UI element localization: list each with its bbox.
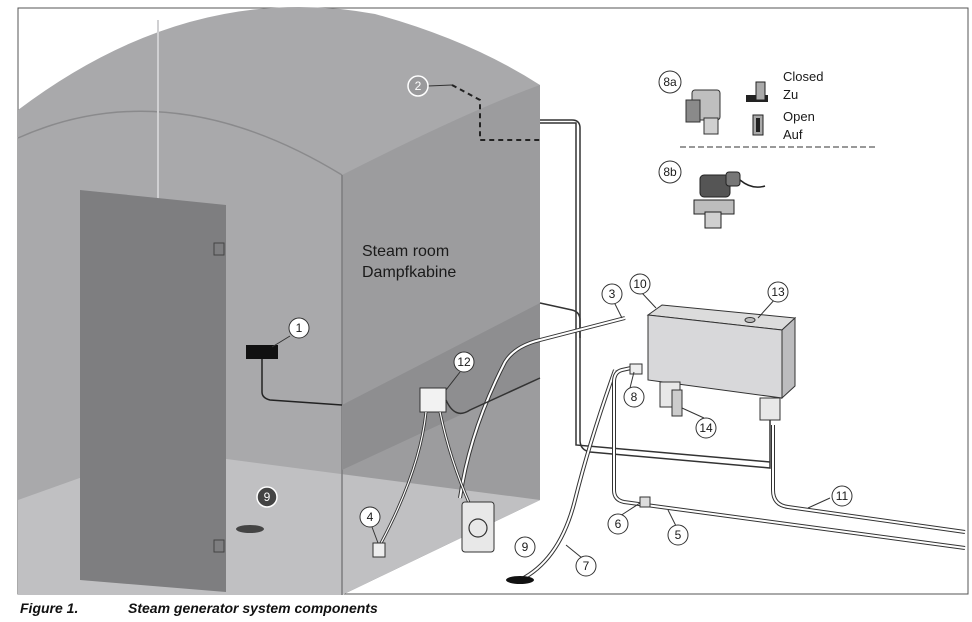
water-supply-pipe-inner bbox=[613, 365, 966, 549]
svg-text:11: 11 bbox=[836, 489, 849, 503]
callout-10: 10 bbox=[629, 273, 651, 295]
callout-9-room: 9 bbox=[256, 486, 278, 508]
svg-text:7: 7 bbox=[583, 559, 590, 573]
svg-text:3: 3 bbox=[609, 287, 616, 301]
generator-bracket-right bbox=[759, 397, 781, 421]
callout-1: 1 bbox=[288, 317, 310, 339]
drain-pipe-inner bbox=[519, 369, 616, 581]
svg-text:8a: 8a bbox=[663, 75, 677, 89]
door-hinge-top bbox=[213, 242, 225, 256]
callout-9-floor: 9 bbox=[514, 536, 536, 558]
legend-closed-de: Zu bbox=[783, 87, 798, 102]
callout-5: 5 bbox=[667, 524, 689, 546]
sensor-cable-inner bbox=[540, 122, 771, 463]
callout-2: 2 bbox=[407, 75, 429, 97]
steam-pipe-inner bbox=[459, 317, 626, 499]
steam-nozzle bbox=[372, 542, 386, 558]
callout-8b: 8b bbox=[658, 160, 682, 184]
generator-cap bbox=[744, 317, 756, 323]
callout-11: 11 bbox=[831, 485, 853, 507]
svg-text:9: 9 bbox=[522, 540, 529, 554]
svg-text:9: 9 bbox=[264, 490, 271, 504]
callout-14: 14 bbox=[695, 417, 717, 439]
room-label-de: Dampfkabine bbox=[362, 264, 456, 281]
room-front-wall bbox=[342, 85, 540, 595]
steam-line-3 bbox=[539, 302, 581, 338]
svg-text:1: 1 bbox=[296, 321, 303, 335]
callout-13: 13 bbox=[767, 281, 789, 303]
callout-3: 3 bbox=[601, 283, 623, 305]
svg-text:8b: 8b bbox=[663, 165, 677, 179]
power-cable bbox=[771, 425, 966, 534]
door-hinge-bottom bbox=[213, 539, 225, 553]
callout-6: 6 bbox=[607, 513, 629, 535]
legend-valve-8b bbox=[693, 171, 766, 229]
solenoid-valve-8 bbox=[629, 363, 643, 375]
room-arch-line bbox=[17, 110, 343, 176]
open-handle-icon bbox=[752, 114, 764, 136]
power-cable-inner bbox=[772, 425, 966, 533]
fragrance-container bbox=[461, 501, 495, 553]
shutoff-valve bbox=[639, 496, 651, 508]
room-wall-band bbox=[342, 303, 540, 470]
room-label-en: Steam room bbox=[362, 243, 449, 260]
fragrance-flower-icon bbox=[468, 518, 488, 538]
callout-8: 8 bbox=[623, 386, 645, 408]
svg-text:13: 13 bbox=[771, 285, 785, 299]
legend-valve-8a bbox=[685, 89, 721, 135]
junction-cable-b-inner bbox=[439, 411, 471, 506]
control-panel-cable bbox=[261, 359, 343, 406]
callout-4: 4 bbox=[359, 506, 381, 528]
sensor-cable-dashed bbox=[451, 84, 540, 141]
junction-box bbox=[419, 387, 447, 413]
legend-open-en: Open bbox=[783, 109, 815, 124]
callout-12: 12 bbox=[453, 351, 475, 373]
generator-side bbox=[781, 316, 796, 400]
junction-to-generator bbox=[445, 377, 541, 415]
figure-title: Steam generator system components bbox=[128, 600, 378, 616]
svg-text:5: 5 bbox=[675, 528, 682, 542]
svg-text:4: 4 bbox=[367, 510, 374, 524]
control-panel bbox=[246, 345, 278, 359]
svg-text:12: 12 bbox=[457, 355, 471, 369]
svg-text:6: 6 bbox=[615, 517, 622, 531]
generator-outlet bbox=[671, 389, 683, 417]
glass-door bbox=[80, 190, 226, 592]
figure-number: Figure 1. bbox=[20, 600, 79, 616]
svg-text:2: 2 bbox=[415, 79, 422, 93]
svg-text:14: 14 bbox=[699, 421, 713, 435]
legend-closed-en: Closed bbox=[783, 69, 823, 84]
legend-open-de: Auf bbox=[783, 127, 803, 142]
callout-7: 7 bbox=[575, 555, 597, 577]
room-floor-drain bbox=[236, 525, 264, 533]
callout-leaders bbox=[271, 84, 831, 559]
callout-8a: 8a bbox=[658, 70, 682, 94]
svg-text:10: 10 bbox=[633, 277, 647, 291]
closed-handle-icon bbox=[746, 81, 768, 102]
junction-cable-a-inner bbox=[379, 411, 427, 546]
floor-drain bbox=[506, 576, 534, 584]
svg-text:8: 8 bbox=[631, 390, 638, 404]
